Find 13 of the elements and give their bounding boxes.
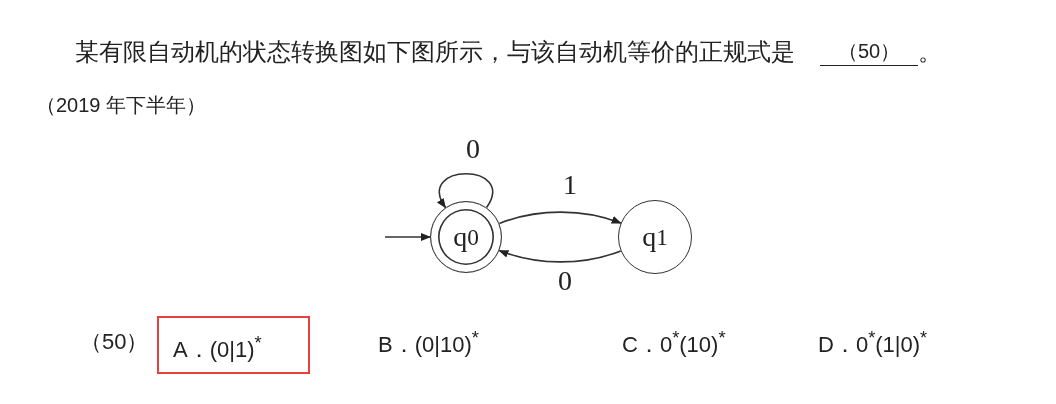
period-mark: 。 [918, 37, 942, 67]
transition-arrow [498, 249, 622, 263]
start-arrow [384, 233, 431, 241]
question-number: （50） [80, 328, 149, 356]
transition-arrow [498, 211, 622, 225]
option-text: B．(0|10)$^{*}$ [378, 327, 479, 360]
question-text: 某有限自动机的状态转换图如下图所示，与该自动机等价的正规式是 [75, 37, 795, 67]
answer-blank: （50） [820, 38, 918, 66]
highlight-box: A．(0|1)$^{*}$ [157, 316, 310, 374]
self-loop-arrow [437, 172, 494, 209]
option-text: C．0$^{*}$(10)$^{*}$ [622, 327, 726, 360]
source-note: （2019 年下半年） [36, 93, 207, 118]
option-text: D．0$^{*}$(1|0)$^{*}$ [818, 327, 928, 360]
